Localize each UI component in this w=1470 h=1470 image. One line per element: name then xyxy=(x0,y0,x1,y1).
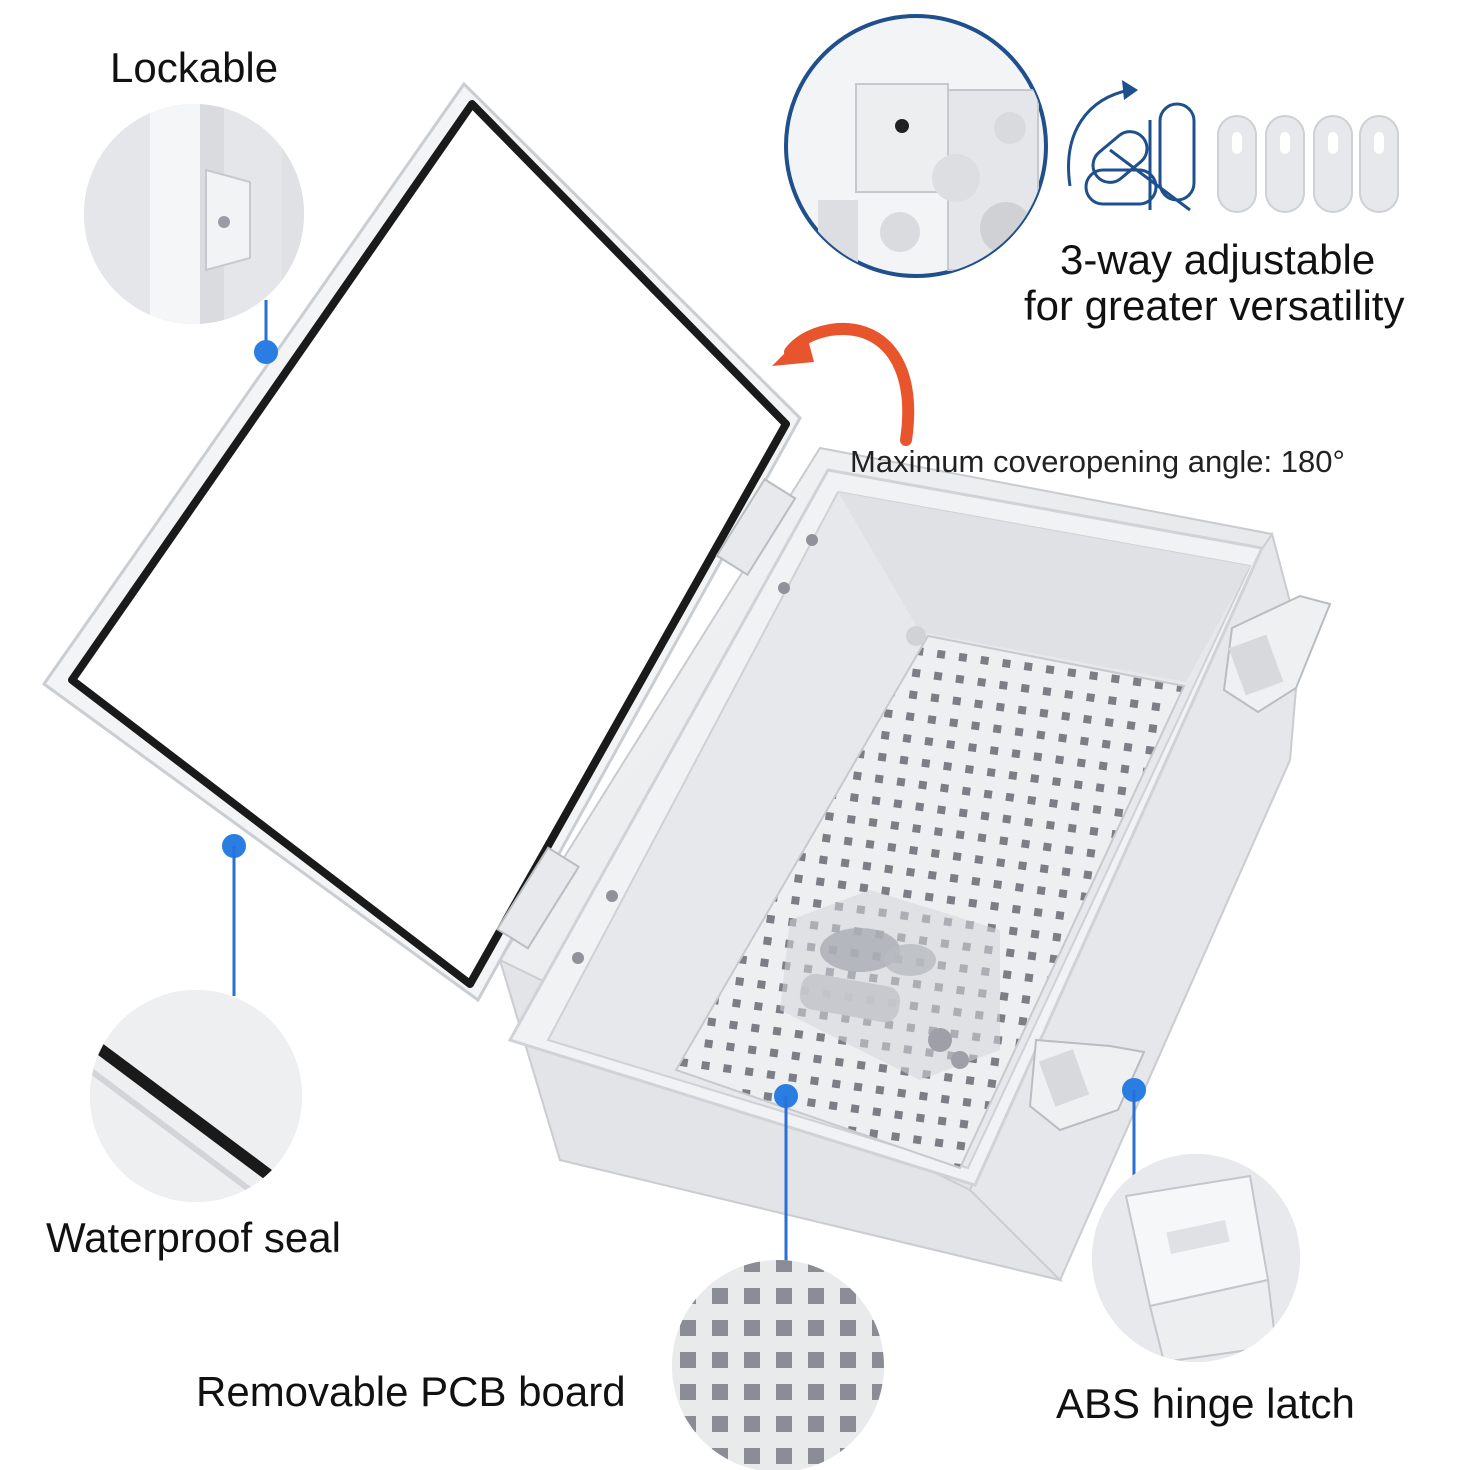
pcb-detail-circle xyxy=(672,1260,884,1470)
label-adjustable-line2: for greater versatility xyxy=(1024,282,1405,329)
right-latch-top xyxy=(1222,594,1332,714)
enclosure-body xyxy=(498,446,1332,1282)
pcb-board xyxy=(674,634,1186,1170)
label-hinge-latch: ABS hinge latch xyxy=(1056,1380,1355,1427)
callout-dot-lockable xyxy=(254,340,278,364)
waterproof-seal-gasket xyxy=(68,100,790,988)
latch-detail-circle xyxy=(1092,1154,1300,1362)
mounting-bracket-icon xyxy=(1067,80,1196,212)
accessory-bag xyxy=(780,890,1000,1080)
seal-detail-circle xyxy=(90,990,302,1202)
arrow-head-icon xyxy=(772,332,814,366)
label-opening-angle: Maximum coveropening angle: 180° xyxy=(850,444,1345,479)
label-waterproof-seal: Waterproof seal xyxy=(46,1214,341,1261)
label-adjustable-line1: 3-way adjustable xyxy=(1060,236,1376,283)
bracket-plates-icon xyxy=(1217,115,1399,213)
right-latch-bottom xyxy=(1028,1038,1146,1132)
lockable-detail-circle xyxy=(84,104,304,324)
enclosure-lid xyxy=(41,81,802,1003)
label-pcb-board: Removable PCB board xyxy=(196,1368,626,1415)
corner-detail-circle xyxy=(784,14,1048,278)
label-lockable: Lockable xyxy=(110,44,279,91)
